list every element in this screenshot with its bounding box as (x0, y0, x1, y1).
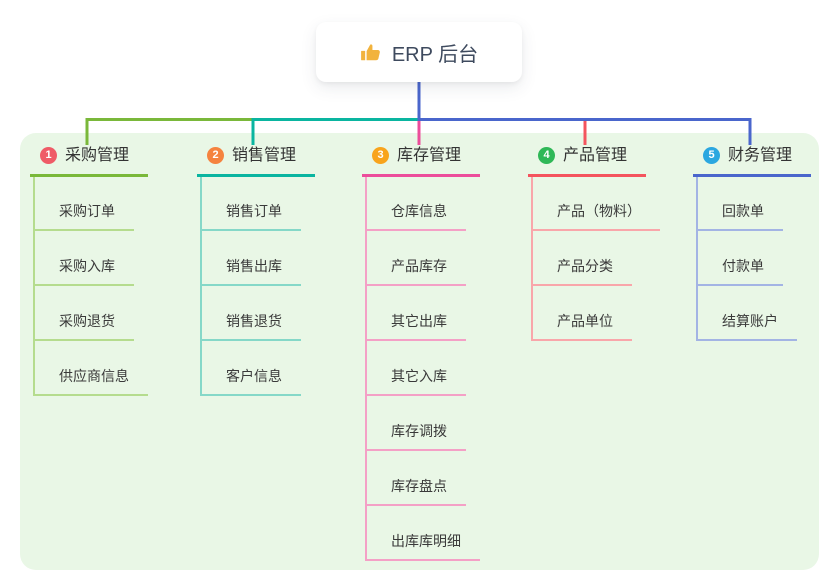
child-node[interactable]: 库存调拨 (367, 396, 466, 451)
branches-background-panel (20, 133, 819, 570)
child-node[interactable]: 采购入库 (35, 231, 134, 286)
child-node-label: 结算账户 (722, 313, 778, 329)
branch-number-badge: 5 (703, 147, 720, 164)
child-node[interactable]: 其它出库 (367, 286, 466, 341)
child-node-label: 付款单 (722, 258, 764, 274)
child-node[interactable]: 客户信息 (202, 341, 301, 396)
child-node[interactable]: 产品库存 (367, 231, 466, 286)
branch-5: 5 财务管理回款单付款单结算账户 (693, 146, 812, 341)
branch-number-badge: 1 (40, 147, 57, 164)
child-node-label: 出库库明细 (391, 533, 461, 549)
child-node-label: 采购订单 (59, 203, 115, 219)
child-node[interactable]: 产品（物料） (533, 177, 660, 231)
thumbs-up-icon (360, 41, 382, 63)
branch-3: 3 库存管理仓库信息产品库存其它出库其它入库库存调拨库存盘点出库库明细 (362, 146, 481, 561)
branch-title: 产品管理 (563, 147, 628, 164)
branch-children: 产品（物料） 产品分类产品单位 (531, 177, 660, 341)
branch-2: 2 销售管理销售订单销售出库销售退货客户信息 (197, 146, 316, 396)
child-node[interactable]: 仓库信息 (367, 177, 466, 231)
branch-title: 财务管理 (728, 147, 793, 164)
branch-children: 仓库信息产品库存其它出库其它入库库存调拨库存盘点出库库明细 (365, 177, 480, 561)
branch-4: 4 产品管理产品（物料） 产品分类产品单位 (528, 146, 660, 341)
child-node-label: 销售订单 (226, 203, 282, 219)
child-node-label: 仓库信息 (391, 203, 447, 219)
child-node[interactable]: 其它入库 (367, 341, 466, 396)
child-node-label: 销售出库 (226, 258, 282, 274)
branch-title: 采购管理 (65, 147, 130, 164)
child-node-label: 销售退货 (226, 313, 282, 329)
child-node[interactable]: 销售退货 (202, 286, 301, 341)
child-node[interactable]: 库存盘点 (367, 451, 466, 506)
branch-node-5[interactable]: 5 财务管理 (693, 146, 812, 177)
child-node[interactable]: 产品单位 (533, 286, 632, 341)
branch-number-badge: 3 (372, 147, 389, 164)
child-node-label: 客户信息 (226, 368, 282, 384)
root-node-title: ERP 后台 (391, 43, 479, 66)
branch-children: 回款单付款单结算账户 (696, 177, 797, 341)
child-node[interactable]: 结算账户 (698, 286, 797, 341)
branch-children: 销售订单销售出库销售退货客户信息 (200, 177, 301, 396)
child-node-label: 产品（物料） (557, 203, 641, 219)
child-node-label: 其它出库 (391, 313, 447, 329)
child-node[interactable]: 付款单 (698, 231, 783, 286)
branch-number-badge: 4 (538, 147, 555, 164)
child-node[interactable]: 销售订单 (202, 177, 301, 231)
branch-title: 库存管理 (397, 147, 462, 164)
child-node-label: 产品分类 (557, 258, 613, 274)
child-node-label: 供应商信息 (59, 368, 129, 384)
child-node[interactable]: 采购退货 (35, 286, 134, 341)
root-node-erp[interactable]: ERP 后台 (316, 22, 522, 82)
branch-node-3[interactable]: 3 库存管理 (362, 146, 481, 177)
child-node-label: 产品单位 (557, 313, 613, 329)
branch-title: 销售管理 (232, 147, 297, 164)
branch-node-2[interactable]: 2 销售管理 (197, 146, 316, 177)
branch-number-badge: 2 (207, 147, 224, 164)
branch-node-1[interactable]: 1 采购管理 (30, 146, 149, 177)
branch-children: 采购订单采购入库采购退货供应商信息 (33, 177, 148, 396)
child-node[interactable]: 产品分类 (533, 231, 632, 286)
child-node[interactable]: 采购订单 (35, 177, 134, 231)
child-node-label: 库存调拨 (391, 423, 447, 439)
child-node[interactable]: 供应商信息 (35, 341, 148, 396)
child-node[interactable]: 回款单 (698, 177, 783, 231)
child-node-label: 采购入库 (59, 258, 115, 274)
child-node[interactable]: 出库库明细 (367, 506, 480, 561)
child-node[interactable]: 销售出库 (202, 231, 301, 286)
branch-node-4[interactable]: 4 产品管理 (528, 146, 647, 177)
child-node-label: 其它入库 (391, 368, 447, 384)
child-node-label: 采购退货 (59, 313, 115, 329)
branch-1: 1 采购管理采购订单采购入库采购退货供应商信息 (30, 146, 149, 396)
child-node-label: 回款单 (722, 203, 764, 219)
child-node-label: 产品库存 (391, 258, 447, 274)
child-node-label: 库存盘点 (391, 478, 447, 494)
